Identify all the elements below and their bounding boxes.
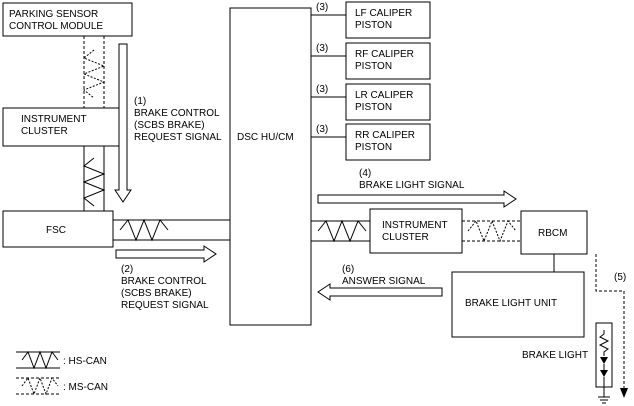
signal-5-arrowhead [620,388,628,398]
svg-text:RF CALIPER: RF CALIPER [355,49,414,60]
brake-light-lamp [595,322,613,388]
svg-text:(SCBS BRAKE): (SCBS BRAKE) [134,120,205,131]
svg-text:PISTON: PISTON [355,61,392,72]
signal-4-label: (4) BRAKE LIGHT SIGNAL [359,168,465,191]
rbcm-block: RBCM [520,210,588,255]
svg-text:CLUSTER: CLUSTER [21,126,68,137]
svg-text:(1): (1) [134,96,146,107]
signal-3-label-lf: (3) [316,2,328,13]
rr-caliper-piston: RR CALIPER PISTON [345,123,431,161]
dsc-hu-cm-block: DSC HU/CM [229,7,312,326]
svg-text:DSC HU/CM: DSC HU/CM [237,132,294,143]
signal-4-arrow [317,190,517,208]
svg-text:(4): (4) [359,168,371,179]
signal-1-label: (1) BRAKE CONTROL (SCBS BRAKE) REQUEST S… [134,96,222,143]
svg-text:INSTRUMENT: INSTRUMENT [382,220,448,231]
parking-sensor-control-module: PARKING SENSOR CONTROL MODULE [2,2,133,37]
signal-2-label: (2) BRAKE CONTROL (SCBS BRAKE) REQUEST S… [121,264,209,311]
svg-text:CLUSTER: CLUSTER [382,232,429,243]
svg-text:CONTROL MODULE: CONTROL MODULE [9,21,103,32]
svg-text:LR CALIPER: LR CALIPER [355,90,413,101]
svg-text:: HS-CAN: : HS-CAN [63,356,107,367]
svg-text:INSTRUMENT: INSTRUMENT [21,114,87,125]
signal-1-arrow [114,43,132,203]
svg-text:(SCBS BRAKE): (SCBS BRAKE) [121,288,192,299]
svg-text:BRAKE LIGHT SIGNAL: BRAKE LIGHT SIGNAL [359,180,465,191]
svg-text:: MS-CAN: : MS-CAN [63,382,108,393]
svg-text:REQUEST SIGNAL: REQUEST SIGNAL [121,300,209,311]
fsc-block: FSC [2,210,114,248]
fsc-dsc-hs-can-link [113,218,230,242]
signal-3-label-rf: (3) [316,43,328,54]
caliper-wires [311,14,346,138]
svg-text:LF CALIPER: LF CALIPER [355,8,412,19]
signal-2-arrow [115,245,217,263]
svg-text:PARKING SENSOR: PARKING SENSOR [9,9,98,20]
lr-caliper-piston: LR CALIPER PISTON [345,83,431,121]
ic-fsc-hs-can-link [82,146,106,211]
svg-text:BRAKE LIGHT UNIT: BRAKE LIGHT UNIT [465,298,557,309]
svg-text:FSC: FSC [46,225,66,236]
svg-text:BRAKE CONTROL: BRAKE CONTROL [134,108,220,119]
svg-text:BRAKE CONTROL: BRAKE CONTROL [121,276,207,287]
psm-ic-ms-can-link [82,36,106,108]
svg-text:(6): (6) [342,264,354,275]
signal-3-label-rr: (3) [316,124,328,135]
svg-text:PISTON: PISTON [355,20,392,31]
ground-icon [598,387,610,404]
signal-5-label: (5) [614,272,626,283]
ic-rbcm-ms-can-link [462,219,521,243]
instrument-cluster-left: INSTRUMENT CLUSTER [2,107,123,147]
rf-caliper-piston: RF CALIPER PISTON [345,42,431,80]
svg-text:ANSWER SIGNAL: ANSWER SIGNAL [342,276,426,287]
brake-light-label: BRAKE LIGHT [522,350,588,361]
dsc-ic-hs-can-link [311,219,370,243]
led-icon [600,357,608,364]
svg-text:RR CALIPER: RR CALIPER [355,130,415,141]
legend-hs-can: : HS-CAN [16,350,107,370]
svg-text:RBCM: RBCM [538,228,567,239]
signal-6-arrow [317,283,443,301]
legend-ms-can: : MS-CAN [16,376,108,396]
brake-light-unit: BRAKE LIGHT UNIT [451,271,585,338]
signal-5-line [595,254,625,388]
lf-caliper-piston: LF CALIPER PISTON [345,1,431,39]
svg-text:(2): (2) [121,264,133,275]
signal-6-label: (6) ANSWER SIGNAL [342,264,426,287]
svg-text:REQUEST SIGNAL: REQUEST SIGNAL [134,132,222,143]
instrument-cluster-right: INSTRUMENT CLUSTER [369,208,463,254]
svg-text:PISTON: PISTON [355,142,392,153]
svg-text:PISTON: PISTON [355,102,392,113]
led-icon [600,370,608,377]
signal-3-label-lr: (3) [316,84,328,95]
